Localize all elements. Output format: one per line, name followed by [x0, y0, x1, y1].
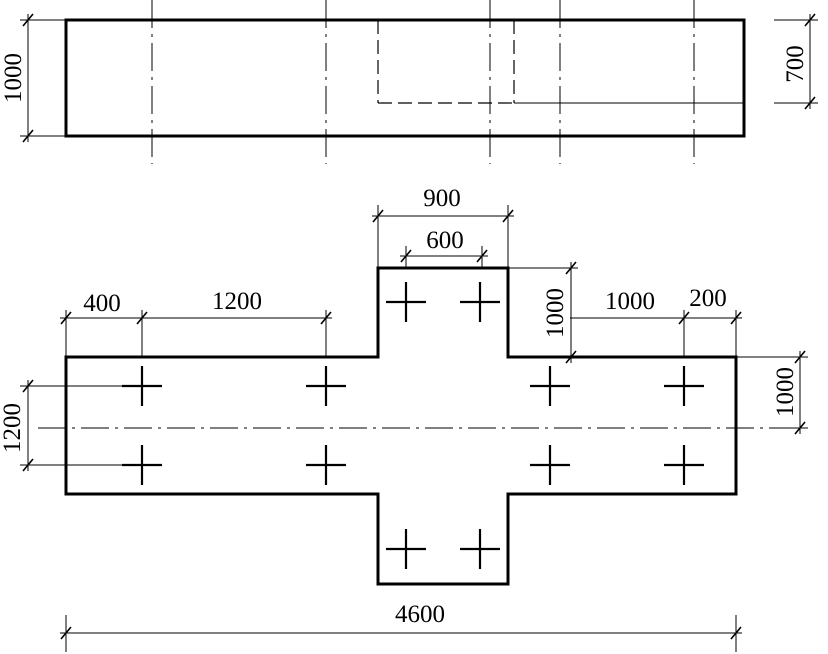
elevation-height-label: 1000 — [0, 53, 27, 103]
pile-marker — [460, 529, 500, 569]
left-edge-label: 400 — [83, 290, 121, 317]
overall-length-dimension: 4600 — [60, 601, 742, 652]
pile-marker — [664, 366, 704, 406]
left-dimension-chain: 400 1200 — [60, 288, 332, 357]
right-half-width-dimension: 1000 — [736, 350, 808, 435]
stub-width-label: 900 — [423, 185, 461, 212]
elevation-hidden-pit — [377, 20, 744, 104]
pile-marker — [460, 282, 500, 322]
plan-outline — [64, 266, 738, 586]
left-span-label: 1200 — [212, 288, 262, 315]
pile-markers — [122, 282, 704, 569]
row-spacing-dimension: 1200 — [0, 379, 142, 472]
elevation-view: 1000 700 — [0, 0, 818, 164]
right-half-width-label: 1000 — [772, 367, 799, 417]
stub-height-label: 1000 — [542, 288, 569, 338]
elevation-pit-depth-dimension: 700 — [774, 13, 818, 110]
elevation-pit-depth-label: 700 — [782, 45, 809, 83]
elevation-outline — [64, 18, 746, 138]
plan-view: 900 600 400 1200 — [0, 185, 808, 652]
pile-marker — [386, 282, 426, 322]
right-edge-label: 200 — [689, 285, 727, 312]
pile-marker — [530, 445, 570, 485]
elevation-center-lines — [151, 0, 695, 164]
right-span-label: 1000 — [605, 288, 655, 315]
pile-marker — [386, 529, 426, 569]
top-pile-spacing-dimension: 600 — [400, 227, 488, 268]
pile-marker — [306, 445, 346, 485]
row-spacing-label: 1200 — [0, 403, 26, 453]
pile-marker — [664, 445, 704, 485]
pile-marker — [530, 366, 570, 406]
top-pile-spacing-label: 600 — [426, 227, 464, 254]
right-dimension-chain: 1000 200 — [570, 285, 742, 357]
overall-length-label: 4600 — [395, 601, 445, 628]
elevation-height-dimension: 1000 — [0, 13, 66, 143]
pile-marker — [306, 366, 346, 406]
stub-width-dimension: 900 — [372, 185, 514, 268]
stub-height-dimension: 1000 — [508, 261, 578, 364]
